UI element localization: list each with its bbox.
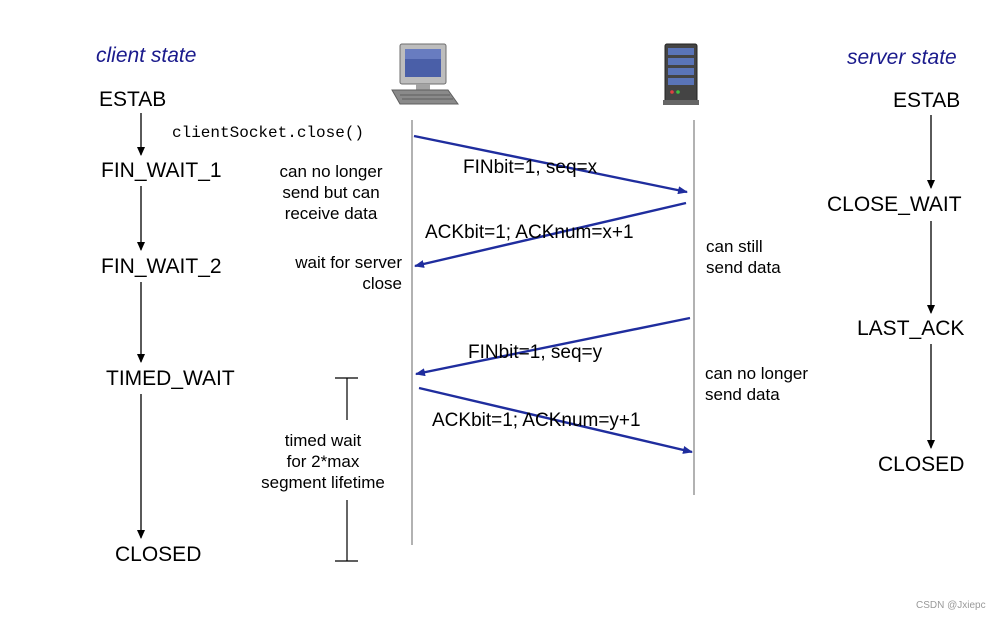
- desktop-computer-icon: [391, 43, 459, 105]
- fin-y-label: FINbit=1, seq=y: [468, 342, 603, 363]
- fin-y-arrow: [415, 316, 691, 377]
- client-state-timed-wait: TIMED_WAIT: [106, 367, 235, 390]
- note-line: close: [362, 274, 402, 293]
- server-state-heading: server state: [847, 46, 957, 69]
- note-server-can-send: can still send data: [706, 236, 781, 278]
- note-line: segment lifetime: [261, 473, 385, 492]
- fin-x-label: FINbit=1, seq=x: [463, 157, 598, 178]
- note-line: send but can: [282, 183, 380, 202]
- ack-x-label: ACKbit=1; ACKnum=x+1: [425, 222, 634, 243]
- note-line: for 2*max: [286, 452, 360, 471]
- watermark: CSDN @Jxiepc: [916, 600, 986, 611]
- client-close-call: clientSocket.close(): [172, 124, 365, 142]
- client-state-fin-wait-1: FIN_WAIT_1: [101, 159, 222, 182]
- server-tower-icon: [663, 43, 699, 105]
- server-state-estab: ESTAB: [893, 89, 961, 112]
- note-client-no-send: can no longer send but can receive data: [268, 161, 394, 224]
- note-line: send data: [705, 385, 780, 404]
- fin-x-arrow: [413, 134, 688, 195]
- client-state-closed: CLOSED: [115, 543, 202, 566]
- ack-y-arrow: [418, 386, 693, 454]
- note-line: receive data: [284, 204, 378, 223]
- client-state-estab: ESTAB: [99, 88, 167, 111]
- client-state-heading: client state: [96, 44, 197, 67]
- note-wait-server: wait for server close: [262, 252, 402, 294]
- note-line: can no longer: [705, 364, 809, 383]
- note-timed-wait: timed wait for 2*max segment lifetime: [248, 430, 398, 493]
- note-line: timed wait: [284, 431, 362, 450]
- timed-wait-bracket: [335, 377, 358, 562]
- ack-y-label: ACKbit=1; ACKnum=y+1: [432, 410, 641, 431]
- server-state-close-wait: CLOSE_WAIT: [827, 193, 962, 216]
- server-state-closed: CLOSED: [878, 453, 965, 476]
- note-line: wait for server: [295, 253, 402, 272]
- ack-x-arrow: [414, 201, 687, 268]
- note-line: can still: [706, 237, 763, 256]
- note-line: send data: [706, 258, 781, 277]
- note-server-no-send: can no longer send data: [705, 363, 808, 405]
- server-state-last-ack: LAST_ACK: [857, 317, 965, 340]
- client-state-fin-wait-2: FIN_WAIT_2: [101, 255, 222, 278]
- note-line: can no longer: [279, 162, 383, 181]
